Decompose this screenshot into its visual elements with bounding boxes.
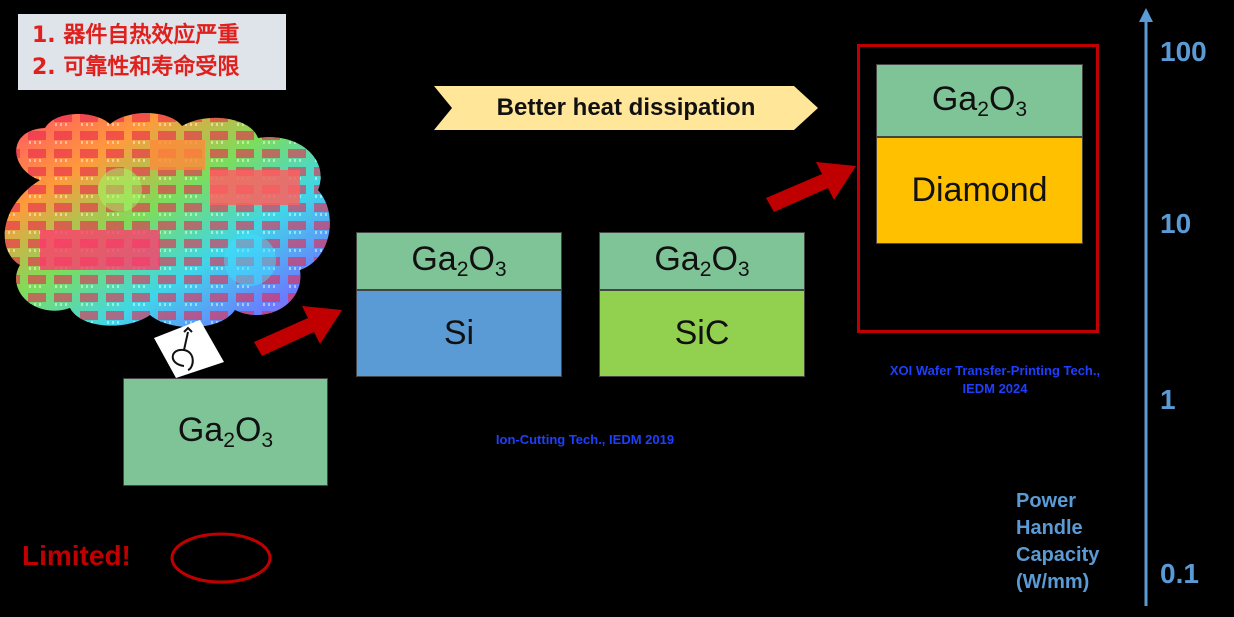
ga2o3-formula: Ga2O3 [931, 79, 1028, 121]
axis-tick-100: 100 [1160, 36, 1207, 67]
power-axis-line [1139, 8, 1153, 606]
axis-tick-0-1: 0.1 [1160, 558, 1199, 589]
diamond-stack-ga2o3-layer: Ga2O3 [876, 64, 1083, 137]
arrow-to-diamond-icon [766, 162, 856, 212]
power-axis-label: Power Handle Capacity (W/mm) [1016, 488, 1126, 596]
si-stack-ga2o3-layer: Ga2O3 [356, 232, 562, 290]
ion-cutting-citation: Ion-Cutting Tech., IEDM 2019 [495, 432, 675, 447]
xoi-citation-line-2: IEDM 2024 [962, 381, 1028, 396]
axis-tick-1: 1 [1160, 384, 1176, 415]
problem-note-box: 1. 器件自热效应严重 2. 可靠性和寿命受限 [18, 14, 286, 90]
xoi-citation-line-1: XOI Wafer Transfer-Printing Tech., [889, 363, 1101, 378]
axis-label-line-4: (W/mm) [1016, 571, 1090, 593]
axis-label-line-2: Handle [1016, 517, 1083, 539]
axis-label-line-1: Power [1016, 490, 1077, 512]
heat-rise-icon [154, 320, 224, 378]
sic-stack-ga2o3-layer: Ga2O3 [599, 232, 805, 290]
ga2o3-formula: Ga2O3 [654, 240, 750, 281]
ga2o3-formula: Ga2O3 [177, 411, 274, 452]
diamond-substrate-layer: Diamond [876, 137, 1083, 244]
thermal-image-cloud [4, 112, 330, 328]
better-heat-banner [434, 86, 818, 130]
banner-label: Better heat dissipation [496, 94, 756, 121]
xoi-citation: XOI Wafer Transfer-Printing Tech., IEDM … [840, 362, 1150, 398]
bulk-ga2o3-layer: Ga2O3 [123, 378, 328, 486]
axis-label-line-3: Capacity [1016, 544, 1100, 566]
diamond-highlight-frame [857, 44, 1099, 333]
limited-ellipse [170, 532, 272, 584]
arrow-to-si-icon [254, 306, 342, 356]
si-substrate-layer: Si [356, 290, 562, 377]
si-label: Si [443, 314, 475, 352]
diamond-label: Diamond [911, 171, 1048, 209]
note-line-2: 2. 可靠性和寿命受限 [32, 55, 240, 80]
axis-tick-10: 10 [1160, 208, 1192, 239]
note-line-1: 1. 器件自热效应严重 [32, 23, 240, 48]
limited-label: Limited! [22, 540, 131, 571]
ga2o3-formula: Ga2O3 [411, 240, 507, 281]
sic-label: SiC [674, 314, 730, 352]
sic-substrate-layer: SiC [599, 290, 805, 377]
